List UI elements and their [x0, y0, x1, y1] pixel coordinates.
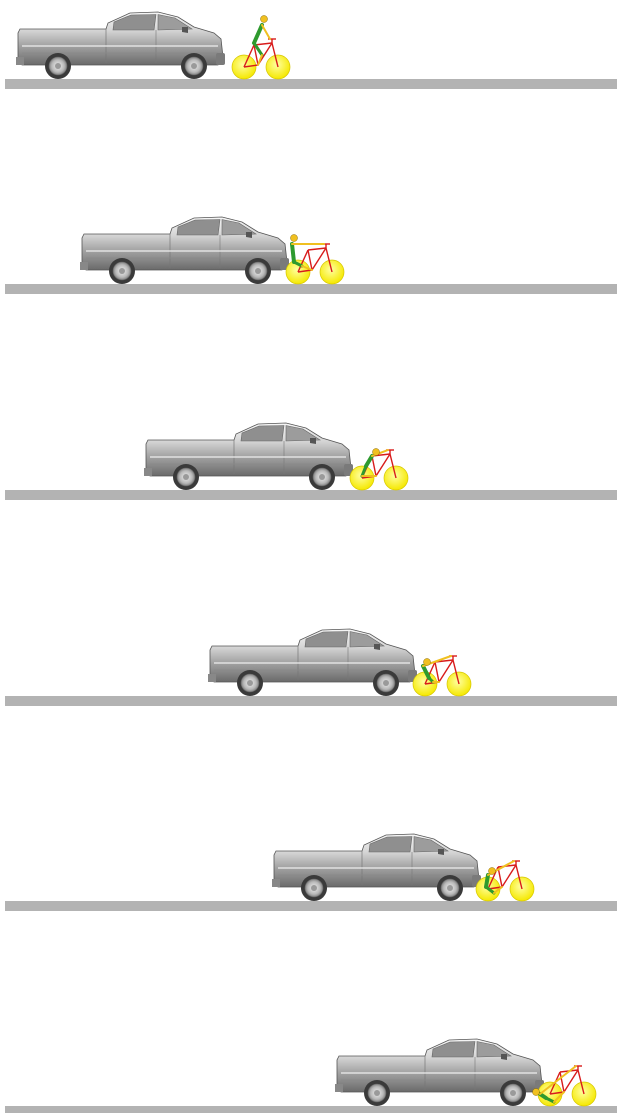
- sequence-frame-4: [5, 629, 617, 706]
- truck-rear-bumper: [144, 468, 152, 476]
- ground-strip: [5, 1106, 617, 1113]
- bicycle-icon: [232, 16, 290, 80]
- pickup-truck-icon: [16, 12, 225, 79]
- pickup-truck-icon: [335, 1039, 544, 1106]
- sequence-frame-3: [5, 423, 617, 500]
- cyclist-head: [489, 868, 496, 875]
- truck-rear-bumper: [335, 1084, 343, 1092]
- truck-rear-bumper: [16, 57, 24, 65]
- truck-rear-bumper: [80, 262, 88, 270]
- truck-hub: [510, 1090, 516, 1096]
- cyclist-torso: [366, 456, 372, 466]
- ground-strip: [5, 901, 617, 911]
- truck-rear-bumper: [272, 879, 280, 887]
- truck-hub: [255, 268, 261, 274]
- bike-frame-tube: [308, 248, 326, 250]
- bicycle-icon: [286, 235, 344, 285]
- truck-rear-window: [113, 15, 156, 31]
- bicycle-icon: [350, 449, 408, 491]
- sequence-frame-1: [5, 12, 617, 89]
- sequence-frame-6: [5, 1039, 617, 1113]
- truck-mirror: [374, 644, 380, 650]
- truck-rear-bumper: [208, 674, 216, 682]
- truck-rear-window: [177, 220, 220, 236]
- pickup-truck-icon: [272, 834, 481, 901]
- sequence-frame-2: [5, 217, 617, 294]
- cyclist-head: [533, 1089, 540, 1096]
- truck-hub: [319, 474, 325, 480]
- pickup-truck-icon: [144, 423, 353, 490]
- cyclist-torso: [254, 25, 262, 43]
- bicycle-icon: [533, 1066, 597, 1106]
- cyclist-head: [373, 449, 380, 456]
- ground-strip: [5, 490, 617, 500]
- truck-rear-window: [305, 632, 348, 648]
- truck-hub: [119, 268, 125, 274]
- truck-rear-window: [369, 837, 412, 853]
- truck-mirror: [182, 27, 188, 33]
- truck-mirror: [246, 232, 252, 238]
- truck-hub: [447, 885, 453, 891]
- truck-hub: [191, 63, 197, 69]
- bicycle-icon: [476, 861, 534, 901]
- truck-hub: [183, 474, 189, 480]
- truck-hub: [311, 885, 317, 891]
- truck-mirror: [310, 438, 316, 444]
- cyclist-arm: [262, 25, 270, 39]
- truck-mirror: [438, 849, 444, 855]
- truck-hub: [55, 63, 61, 69]
- truck-hub: [383, 680, 389, 686]
- truck-rear-window: [241, 426, 284, 442]
- truck-front-bumper: [216, 53, 225, 65]
- truck-hub: [247, 680, 253, 686]
- ground-strip: [5, 79, 617, 89]
- pickup-truck-icon: [208, 629, 417, 696]
- sequence-frame-5: [5, 834, 617, 911]
- cyclist-head: [261, 16, 268, 23]
- cyclist-head: [291, 235, 298, 242]
- truck-rear-window: [432, 1042, 475, 1058]
- cyclist-torso: [292, 244, 294, 262]
- cyclist-head: [424, 659, 431, 666]
- ground-strip: [5, 696, 617, 706]
- bicycle-icon: [413, 656, 471, 696]
- truck-hub: [374, 1090, 380, 1096]
- ground-strip: [5, 284, 617, 294]
- pickup-truck-icon: [80, 217, 289, 284]
- cyclist-torso: [486, 875, 488, 887]
- truck-mirror: [501, 1054, 507, 1060]
